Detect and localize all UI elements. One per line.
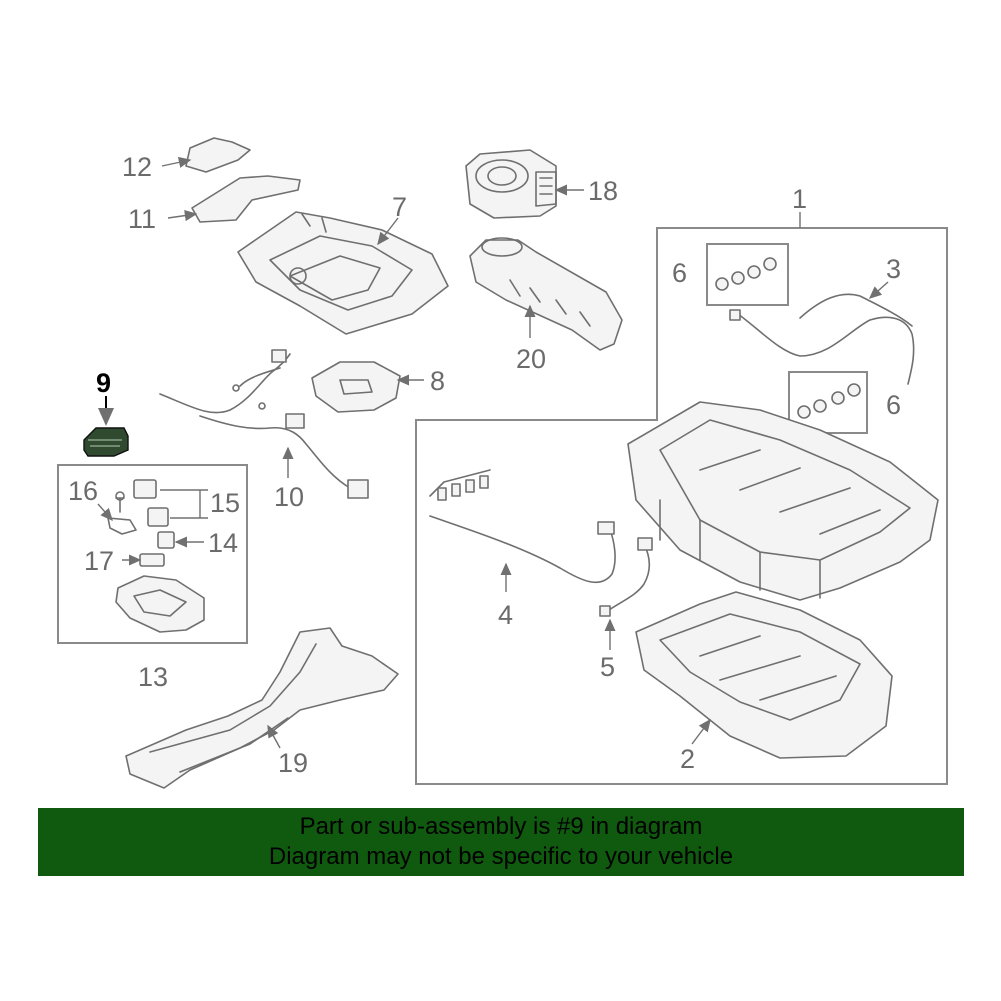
leader-7	[377, 217, 399, 246]
part-15-relay-b	[147, 507, 169, 527]
part-12-bracket	[185, 137, 251, 173]
callout-18: 18	[588, 176, 618, 206]
part-16-bracket	[107, 517, 137, 535]
part-1-frame	[627, 401, 939, 601]
leader-12	[161, 156, 192, 168]
part-9-module	[83, 427, 129, 457]
callout-5: 5	[600, 652, 615, 682]
leader-2	[691, 718, 711, 745]
callout-20: 20	[516, 344, 546, 374]
callout-7: 7	[392, 192, 407, 222]
leader-3	[868, 281, 889, 299]
part-18-blower	[465, 149, 557, 219]
info-banner: Part or sub-assembly is #9 in diagram Di…	[38, 808, 964, 876]
callout-11: 11	[128, 204, 156, 234]
part-5-harness	[599, 537, 653, 617]
callout-19: 19	[278, 748, 308, 778]
part-13-fuse-box	[115, 575, 205, 633]
leader-11	[167, 210, 198, 222]
callout-3: 3	[886, 254, 901, 284]
callout-14: 14	[208, 528, 238, 558]
part-6-seals-top	[715, 257, 777, 291]
part-6-top-box	[706, 243, 789, 306]
part-11-plate	[191, 175, 301, 223]
part-17-fuse	[139, 553, 165, 567]
callout-6-top: 6	[672, 258, 687, 288]
part-14-relay	[157, 531, 175, 549]
callout-13: 13	[138, 662, 168, 692]
assembly-1-box	[415, 227, 948, 785]
part-15-relay-a	[133, 479, 157, 499]
callout-8: 8	[430, 366, 445, 396]
callout-12: 12	[122, 152, 152, 182]
part-19-duct	[125, 627, 399, 789]
callout-17: 17	[84, 546, 114, 576]
part-10-harness	[159, 349, 369, 499]
banner-line-1: Part or sub-assembly is #9 in diagram	[299, 813, 703, 840]
leader-16	[97, 503, 113, 522]
assembly-13-box	[57, 464, 248, 644]
callout-16: 16	[68, 476, 98, 506]
banner-line-2: Diagram may not be specific to your vehi…	[268, 843, 734, 870]
callout-9: 9	[96, 368, 111, 398]
part-8-plate	[311, 361, 401, 413]
callout-10: 10	[274, 482, 304, 512]
part-6-seals-bottom	[797, 383, 861, 419]
leader-15	[160, 489, 208, 519]
callout-6-bottom: 6	[886, 390, 901, 420]
callout-4: 4	[498, 600, 513, 630]
callout-15: 15	[210, 488, 240, 518]
part-2-tray	[635, 591, 893, 759]
part-4-harness	[429, 469, 616, 584]
part-3-harness	[729, 293, 915, 385]
callout-2: 2	[680, 744, 695, 774]
callout-1: 1	[792, 184, 807, 214]
part-20-duct	[469, 237, 623, 351]
leader-19	[267, 724, 281, 749]
part-7-tray	[237, 211, 449, 335]
